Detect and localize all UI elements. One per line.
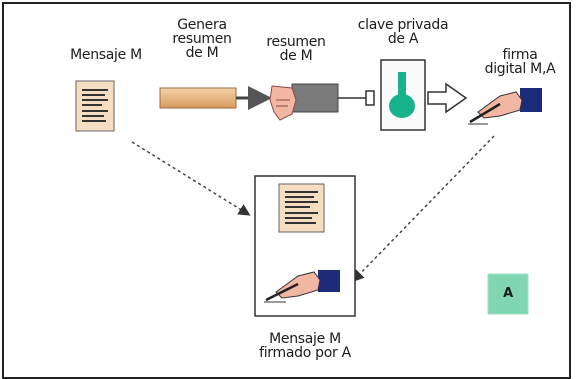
- badge-a-icon: [487, 273, 529, 315]
- digest-bar-icon: [159, 87, 237, 109]
- label-mensaje-m: Mensaje M: [70, 47, 142, 63]
- message-document-icon: [75, 80, 115, 132]
- key-connector-icon: [338, 90, 375, 106]
- signature-hand-icon: [468, 88, 542, 125]
- sign-arrow-icon: [427, 82, 468, 114]
- signed-message-box: [254, 175, 356, 317]
- signature-to-signed-arrow: [351, 135, 495, 283]
- label-clave-privada: clave privada de A: [357, 17, 449, 47]
- label-firma-digital: firma digital M,A: [484, 47, 556, 77]
- label-resumen-m: resumen de M: [266, 34, 326, 64]
- signed-hand-icon: [264, 270, 340, 303]
- label-genera-resumen: Genera resumen de M: [172, 17, 232, 61]
- private-key-icon: [380, 59, 426, 131]
- signed-document-icon: [278, 183, 325, 233]
- message-to-signed-arrow: [131, 141, 251, 216]
- label-mensaje-firmado: Mensaje M firmado por A: [259, 331, 351, 361]
- digest-hand-icon: [269, 83, 339, 121]
- badge-a-label: A: [503, 286, 513, 301]
